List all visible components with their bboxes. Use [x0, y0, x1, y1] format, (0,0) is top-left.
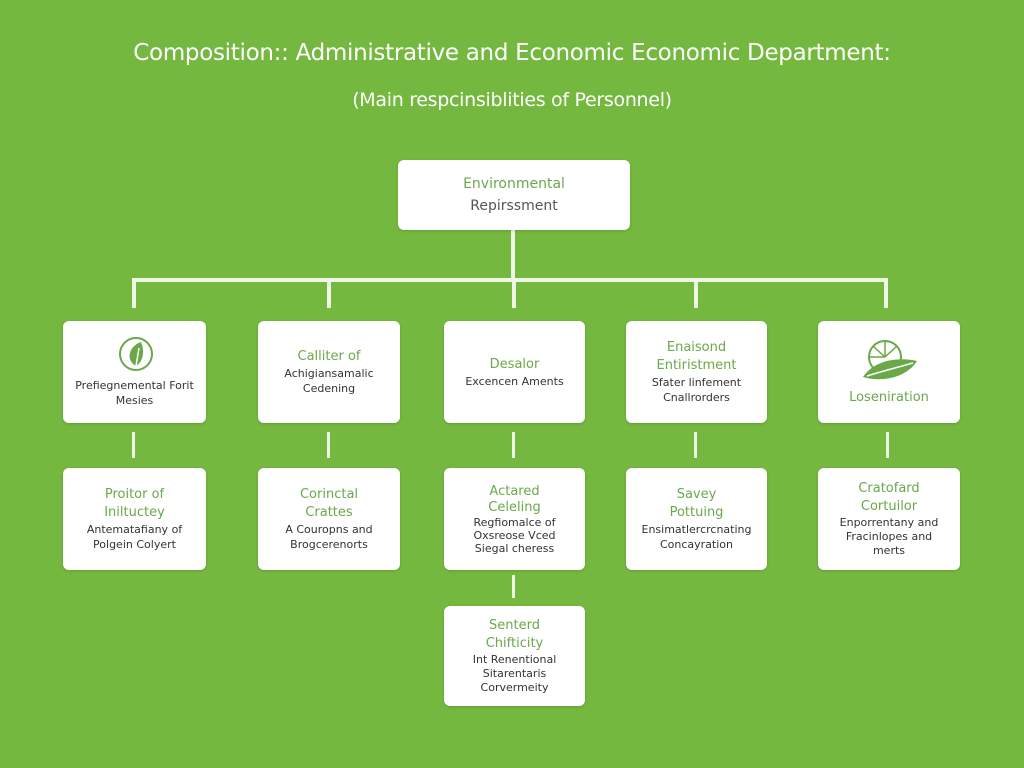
- node-row2-5: Cratofard Cortuilor Enporrentany and Fra…: [818, 468, 960, 570]
- root-line2: Repirssment: [470, 198, 558, 214]
- diagram-subtitle: (Main respcinsiblities of Personnel): [352, 89, 672, 111]
- node-row3: Senterd Chifticity Int Renentional Sitar…: [444, 606, 585, 706]
- node-body: Int Renentional Sitarentaris Corvermeity: [472, 653, 557, 694]
- node-row1-3: Desalor Excencen Aments: [444, 321, 585, 423]
- node-heading: Corinctal Crattes: [299, 487, 359, 520]
- node-body: Achigiansamalic Cedening: [284, 367, 374, 395]
- node-heading: Loseniration: [849, 390, 929, 405]
- root-node: Environmental Repirssment: [398, 160, 630, 230]
- connector: [694, 432, 697, 458]
- diagram-title: Composition:: Administrative and Economi…: [133, 40, 891, 66]
- connector: [884, 278, 888, 308]
- connector: [886, 432, 889, 458]
- connector: [511, 230, 515, 282]
- node-body: Enporrentany and Fracinlopes and merts: [839, 516, 939, 557]
- connector: [512, 278, 516, 308]
- node-heading: Senterd Chifticity: [485, 618, 544, 651]
- leaf-wheel-icon: [863, 340, 917, 380]
- leaf-head-icon: [118, 337, 153, 371]
- node-row2-2: Corinctal Crattes A Couropns and Brogcer…: [258, 468, 400, 570]
- node-body: A Couropns and Brogcerenorts: [285, 523, 373, 551]
- node-body: Regfiomalce of Oxsreose Vced Siegal cher…: [473, 515, 556, 555]
- node-heading: Desalor: [489, 356, 540, 372]
- connector: [694, 278, 698, 308]
- node-body: Sfater linfement Cnallrorders: [651, 376, 742, 404]
- connector: [327, 432, 330, 458]
- node-body: Prefiegnemental Forit Mesies: [75, 379, 194, 407]
- node-heading: Savey Pottuing: [669, 487, 724, 520]
- node-row2-3: Actared Celeling Regfiomalce of Oxsreose…: [444, 468, 585, 570]
- node-heading: Enaisond Entiristment: [656, 340, 737, 373]
- connector: [132, 278, 888, 282]
- node-body: Antematafiany of Polgein Colyert: [86, 523, 183, 551]
- connector: [132, 432, 135, 458]
- connector: [132, 278, 136, 308]
- node-heading: Calliter of: [297, 349, 361, 364]
- node-heading: Cratofard Cortuilor: [858, 481, 920, 514]
- node-heading: Proitor of Iniltuctey: [104, 487, 165, 520]
- node-row2-1: Proitor of Iniltuctey Antematafiany of P…: [63, 468, 206, 570]
- root-line1: Environmental: [463, 176, 565, 192]
- node-row2-4: Savey Pottuing Ensimatlercrcnating Conca…: [626, 468, 767, 570]
- node-heading: Actared Celeling: [488, 483, 541, 515]
- node-row1-2: Calliter of Achigiansamalic Cedening: [258, 321, 400, 423]
- node-row1-1: Prefiegnemental Forit Mesies: [63, 321, 206, 423]
- node-row1-4: Enaisond Entiristment Sfater linfement C…: [626, 321, 767, 423]
- node-body: Ensimatlercrcnating Concayration: [641, 523, 752, 551]
- node-body: Excencen Aments: [465, 374, 564, 388]
- connector: [512, 432, 515, 458]
- connector: [327, 278, 331, 308]
- connector: [512, 575, 515, 598]
- node-row1-5: Loseniration: [818, 321, 960, 423]
